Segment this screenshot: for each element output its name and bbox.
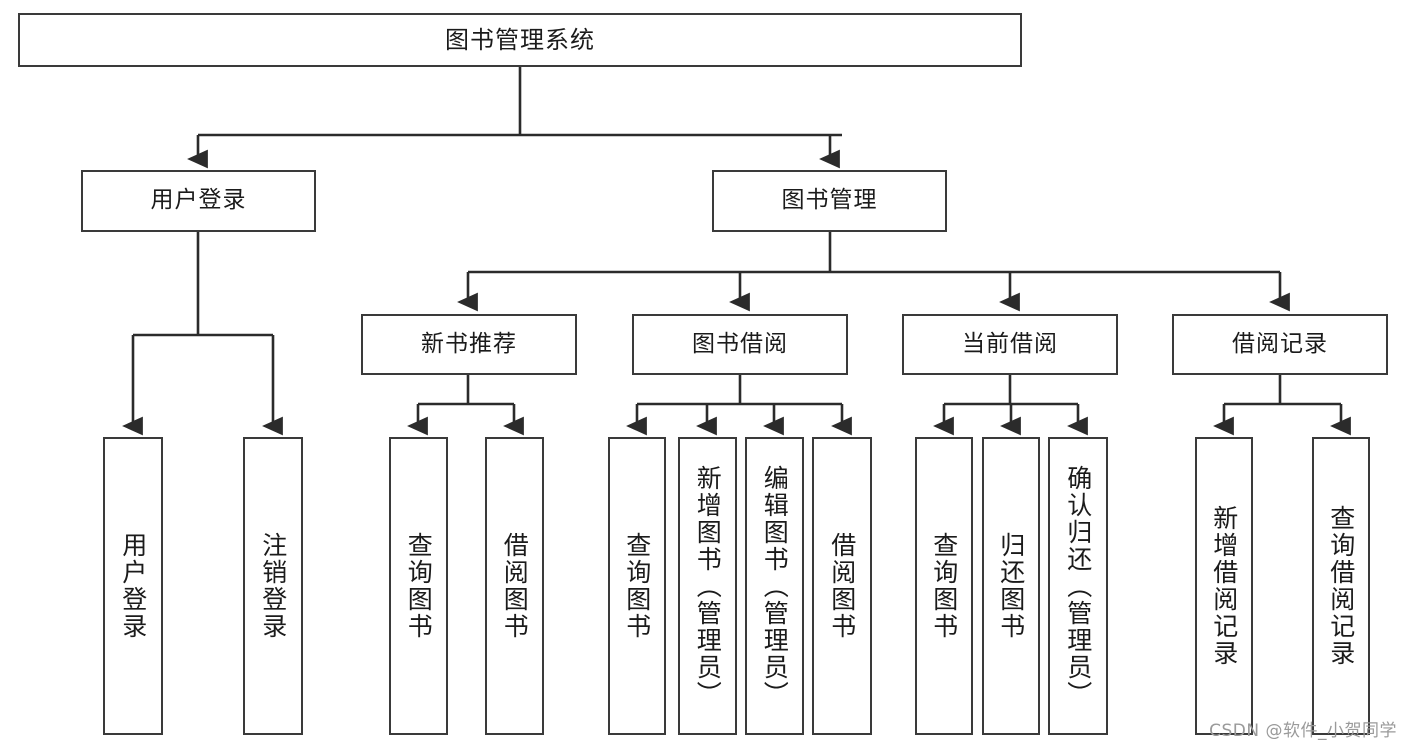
- node-label: 查询图书: [404, 532, 434, 640]
- node-leaf-current-borrow-return[interactable]: 归还图书: [982, 437, 1040, 735]
- csdn-watermark: CSDN @软件_小贺同学: [1209, 721, 1397, 741]
- node-label: 新增借阅记录: [1209, 505, 1239, 667]
- node-label: 图书管理系统: [445, 25, 595, 54]
- node-leaf-book-borrow-edit[interactable]: 编辑图书（管理员）: [745, 437, 804, 735]
- node-label: 当前借阅: [962, 330, 1058, 357]
- node-leaf-new-book-query[interactable]: 查询图书: [389, 437, 448, 735]
- node-label: 借阅记录: [1232, 330, 1328, 357]
- node-label: 查询图书: [622, 532, 652, 640]
- node-current-borrow[interactable]: 当前借阅: [902, 314, 1118, 375]
- node-leaf-book-borrow-lend[interactable]: 借阅图书: [812, 437, 872, 735]
- node-label: 图书借阅: [692, 330, 788, 357]
- node-label: 图书管理: [781, 187, 878, 214]
- node-leaf-borrow-record-query[interactable]: 查询借阅记录: [1312, 437, 1370, 735]
- node-label: 新增图书（管理员）: [693, 464, 723, 708]
- node-book-borrow[interactable]: 图书借阅: [632, 314, 848, 375]
- node-label: 确认归还（管理员）: [1063, 464, 1093, 708]
- node-book-management[interactable]: 图书管理: [712, 170, 947, 232]
- node-leaf-user-login-signin[interactable]: 用户登录: [103, 437, 163, 735]
- node-leaf-user-login-signout[interactable]: 注销登录: [243, 437, 303, 735]
- node-leaf-new-book-borrow[interactable]: 借阅图书: [485, 437, 544, 735]
- node-leaf-book-borrow-add[interactable]: 新增图书（管理员）: [678, 437, 737, 735]
- node-root-library-system[interactable]: 图书管理系统: [18, 13, 1022, 67]
- node-new-book-recommend[interactable]: 新书推荐: [361, 314, 577, 375]
- node-label: 归还图书: [996, 532, 1026, 640]
- node-label: 用户登录: [118, 532, 148, 640]
- node-leaf-current-borrow-confirm-return[interactable]: 确认归还（管理员）: [1048, 437, 1108, 735]
- node-label: 借阅图书: [500, 532, 530, 640]
- node-label: 用户登录: [150, 187, 247, 214]
- node-label: 查询借阅记录: [1326, 505, 1356, 667]
- node-label: 借阅图书: [827, 532, 857, 640]
- node-label: 查询图书: [929, 532, 959, 640]
- node-label: 编辑图书（管理员）: [760, 464, 790, 708]
- node-user-login[interactable]: 用户登录: [81, 170, 316, 232]
- node-borrow-record[interactable]: 借阅记录: [1172, 314, 1388, 375]
- node-leaf-borrow-record-add[interactable]: 新增借阅记录: [1195, 437, 1253, 735]
- node-leaf-current-borrow-query[interactable]: 查询图书: [915, 437, 973, 735]
- node-label: 注销登录: [258, 532, 288, 640]
- node-leaf-book-borrow-query[interactable]: 查询图书: [608, 437, 666, 735]
- node-label: 新书推荐: [421, 330, 517, 357]
